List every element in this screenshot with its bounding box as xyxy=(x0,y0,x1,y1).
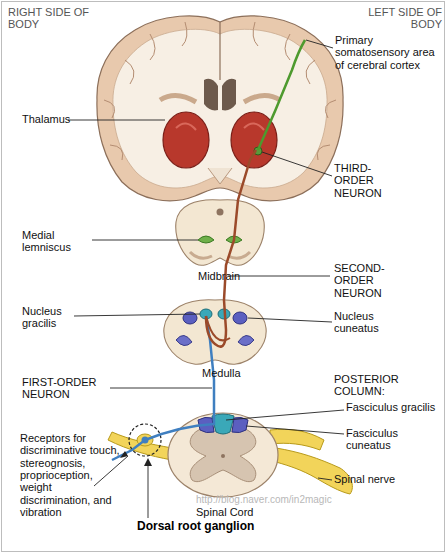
structure-label: Fasciculus cuneatus xyxy=(346,427,442,452)
structure-label: Dorsal root ganglion xyxy=(137,520,317,533)
section-label: Midbrain xyxy=(198,270,258,282)
second-order-neuron xyxy=(206,150,256,347)
structure-label: Nucleus gracilis xyxy=(22,305,82,330)
structure-label: Thalamus xyxy=(22,113,82,125)
structure-label: Nucleus cuneatus xyxy=(334,310,414,335)
neuron-label: THIRD-ORDER NEURON xyxy=(334,162,404,199)
structure-label: POSTERIOR COLUMN: xyxy=(334,373,434,398)
structure-label: Spinal nerve xyxy=(334,473,424,485)
brain-section xyxy=(97,16,343,201)
section-label: Medulla xyxy=(202,367,262,379)
neuron-cell-body xyxy=(142,437,149,444)
midbrain-section xyxy=(176,200,265,266)
neuron-label: SECOND-ORDER NEURON xyxy=(334,262,404,299)
structure-label: Medial lemniscus xyxy=(22,229,92,254)
section-label: Spinal Cord xyxy=(196,506,276,518)
neuron-label: FIRST-ORDER NEURON xyxy=(22,376,108,401)
medulla-section xyxy=(164,300,266,365)
spinal-cord-section xyxy=(108,413,352,497)
arrow-heads xyxy=(120,451,152,466)
third-order-neuron xyxy=(258,40,305,150)
receptor-label: Receptors for discriminative touch, ster… xyxy=(20,432,122,518)
structure-label: Primary somatosensory area of cerebral c… xyxy=(335,34,435,71)
side-label: RIGHT SIDE OF BODY xyxy=(8,6,118,31)
decussation xyxy=(206,316,230,340)
side-label: LEFT SIDE OF BODY xyxy=(362,6,442,31)
structure-label: Fasciculus gracilis xyxy=(346,401,442,413)
watermark: http://blog.naver.com/in2magic xyxy=(196,494,436,505)
